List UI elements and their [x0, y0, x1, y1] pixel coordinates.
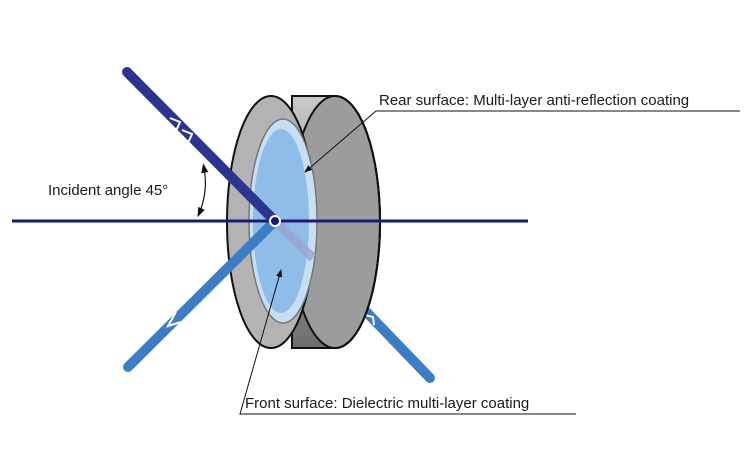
front-leader	[239, 269, 576, 415]
transmitted-chevron	[364, 314, 375, 326]
incident-ray	[122, 67, 279, 225]
rear-leader	[304, 110, 740, 173]
internal-ray	[271, 217, 317, 262]
incident-chevrons	[169, 117, 194, 144]
rear-surface-label: Rear surface: Multi-layer anti-reflectio…	[379, 92, 689, 109]
front-surface-label: Front surface: Dielectric multi-layer co…	[245, 395, 529, 412]
reflected-ray	[123, 218, 278, 372]
angle-arc	[197, 163, 209, 218]
angle-label: Incident angle 45°	[48, 182, 168, 199]
incidence-point	[269, 215, 281, 227]
reflected-chevron	[165, 311, 182, 328]
